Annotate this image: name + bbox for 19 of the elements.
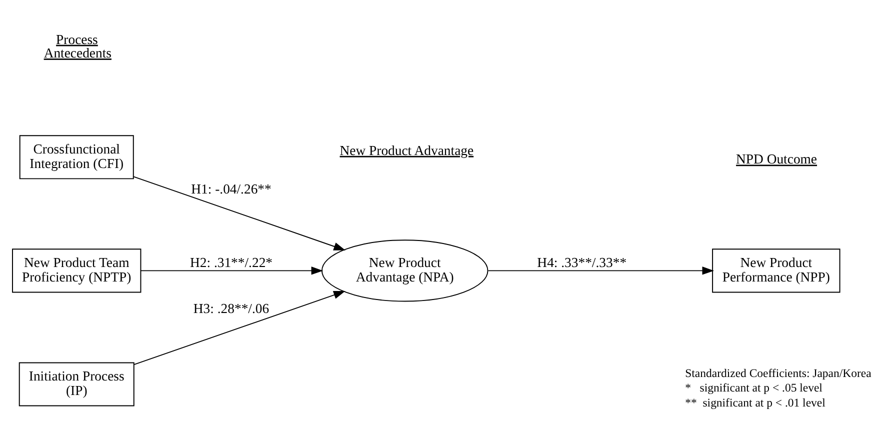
arrow	[134, 290, 346, 365]
arrow	[140, 266, 324, 274]
edge-label: H2: .31**/.22*	[190, 254, 273, 270]
label: ** significant at p < .01 level	[685, 396, 826, 409]
label: Standardized Coefficients: Japan/Korea	[685, 366, 872, 380]
edge-label: H3: .28**/.06	[193, 300, 270, 316]
node-ellipse: New Product Advantage (NPA)	[321, 239, 488, 302]
node-box: Initiation Process (IP)	[18, 362, 134, 406]
label: NPD Outcome	[736, 151, 818, 166]
arrow	[133, 176, 346, 250]
label: New Product Advantage	[340, 142, 474, 158]
edge-label: H4: .33**/.33**	[537, 254, 627, 270]
label: * significant at p < .05 level	[685, 381, 822, 394]
label: Process Antecedents	[44, 31, 112, 60]
edge-label: H1: -.04/.26**	[191, 181, 272, 196]
node-box: New Product Performance (NPP)	[712, 248, 840, 292]
node-box: New Product Team Proficiency (NPTP)	[12, 248, 142, 292]
node-box: Crossfunctional Integration (CFI)	[19, 134, 134, 179]
arrow	[488, 266, 714, 274]
